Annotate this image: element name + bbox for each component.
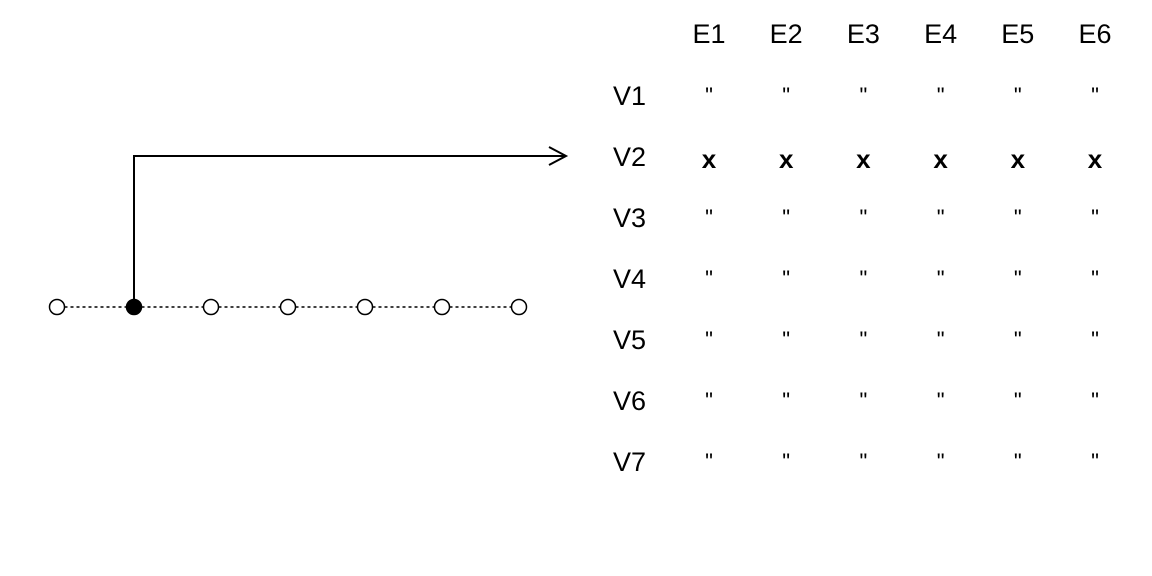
ditto-mark: "	[705, 83, 713, 108]
vertex-node	[48, 298, 66, 316]
vertex-node	[356, 298, 374, 316]
ditto-mark: "	[782, 449, 790, 474]
incidence-mark: x	[779, 144, 794, 174]
incidence-mark: x	[702, 144, 717, 174]
ditto-mark: "	[782, 205, 790, 230]
ditto-mark: "	[705, 266, 713, 291]
vertex-node	[202, 298, 220, 316]
ditto-mark: "	[937, 266, 945, 291]
column-header: E2	[770, 19, 803, 49]
row-label: V6	[613, 386, 646, 416]
row-label: V5	[613, 325, 646, 355]
ditto-mark: "	[705, 327, 713, 352]
ditto-mark: "	[937, 205, 945, 230]
incidence-mark: x	[933, 144, 948, 174]
ditto-mark: "	[1091, 266, 1099, 291]
ditto-mark: "	[1091, 449, 1099, 474]
ditto-mark: "	[1014, 266, 1022, 291]
ditto-mark: "	[782, 388, 790, 413]
incidence-mark: x	[1011, 144, 1026, 174]
ditto-mark: "	[782, 266, 790, 291]
ditto-mark: "	[859, 266, 867, 291]
ditto-mark: "	[859, 449, 867, 474]
ditto-mark: "	[1091, 327, 1099, 352]
column-header: E4	[924, 19, 957, 49]
column-header: E6	[1078, 19, 1111, 49]
ditto-mark: "	[1014, 327, 1022, 352]
row-label: V3	[613, 203, 646, 233]
ditto-mark: "	[937, 83, 945, 108]
ditto-mark: "	[937, 449, 945, 474]
ditto-mark: "	[859, 327, 867, 352]
row-label: V4	[613, 264, 646, 294]
ditto-mark: "	[859, 205, 867, 230]
ditto-mark: "	[859, 388, 867, 413]
ditto-mark: "	[1014, 205, 1022, 230]
ditto-mark: "	[937, 388, 945, 413]
ditto-mark: "	[937, 327, 945, 352]
column-header: E3	[847, 19, 880, 49]
pointer-arrow	[133, 155, 566, 300]
ditto-mark: "	[1014, 83, 1022, 108]
ditto-mark: "	[705, 205, 713, 230]
incidence-mark: x	[856, 144, 871, 174]
incidence-mark: x	[1088, 144, 1103, 174]
row-label: V1	[613, 81, 646, 111]
ditto-mark: "	[859, 83, 867, 108]
arrow-head	[548, 146, 569, 166]
row-label: V7	[613, 447, 646, 477]
selected-vertex-node	[125, 298, 143, 316]
path-graph	[48, 298, 528, 316]
ditto-mark: "	[1014, 449, 1022, 474]
ditto-mark: "	[1014, 388, 1022, 413]
column-header: E5	[1001, 19, 1034, 49]
column-header: E1	[692, 19, 725, 49]
vertex-node	[510, 298, 528, 316]
ditto-mark: "	[782, 327, 790, 352]
ditto-mark: "	[705, 449, 713, 474]
vertex-node	[279, 298, 297, 316]
vertex-node	[433, 298, 451, 316]
ditto-mark: "	[1091, 205, 1099, 230]
ditto-mark: "	[1091, 83, 1099, 108]
ditto-mark: "	[782, 83, 790, 108]
ditto-mark: "	[1091, 388, 1099, 413]
ditto-mark: "	[705, 388, 713, 413]
row-label: V2	[613, 142, 646, 172]
